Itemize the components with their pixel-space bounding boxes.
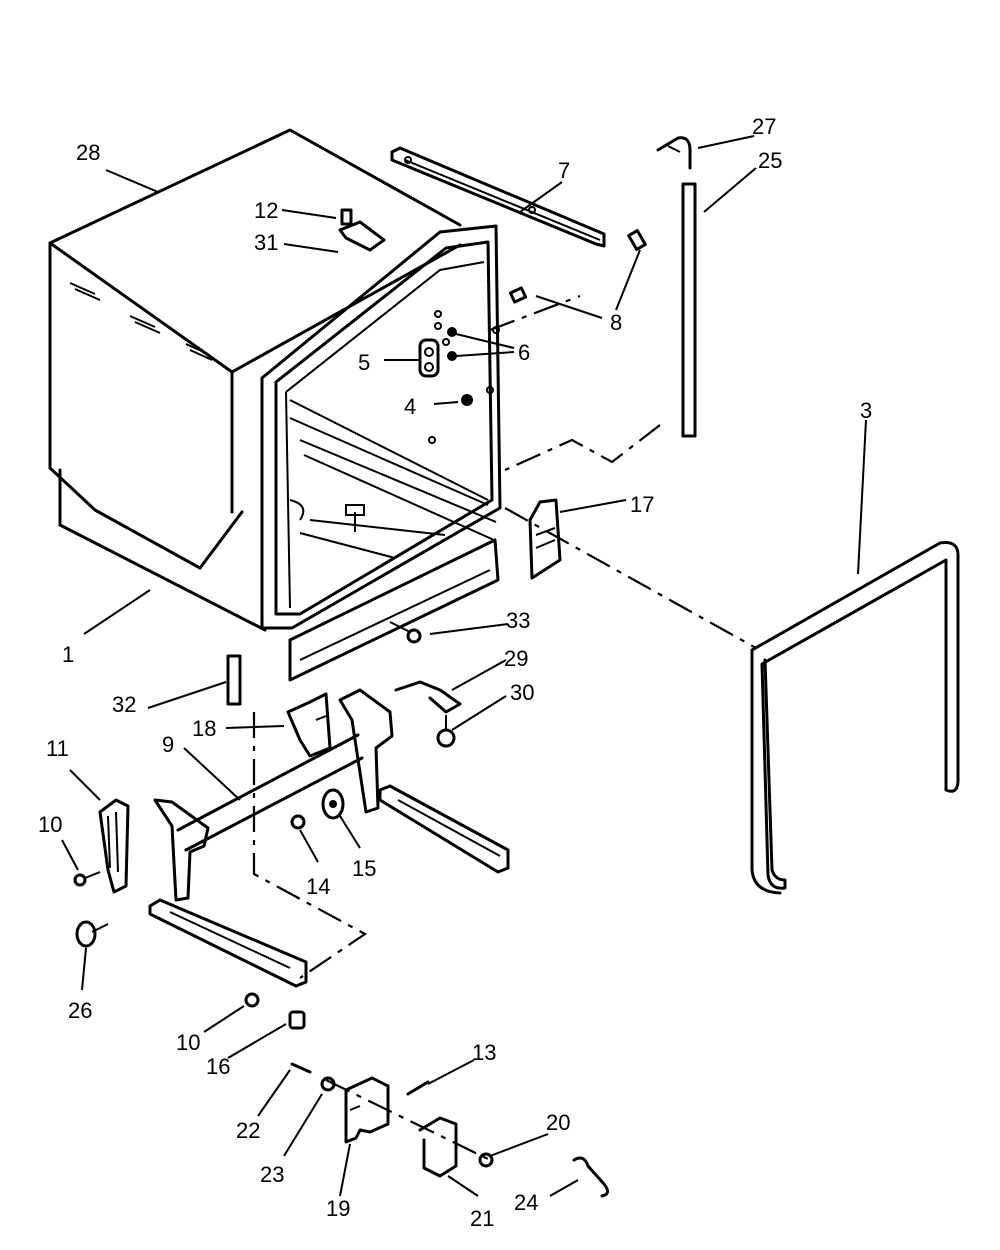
- callout-31: 31: [254, 230, 278, 255]
- part-24-clip: [572, 1156, 609, 1198]
- part-21-bracket: [418, 1116, 458, 1178]
- part-30-nut: [436, 715, 456, 748]
- part-14-nut: [290, 814, 306, 830]
- part-31-latch: [338, 220, 386, 252]
- callout-10a: 10: [38, 812, 62, 837]
- callout-21: 21: [470, 1206, 494, 1231]
- part-6-nuts: [447, 327, 457, 361]
- callout-22: 22: [236, 1118, 260, 1143]
- callout-8: 8: [610, 310, 622, 335]
- callout-17: 17: [630, 492, 654, 517]
- callout-arrows: [61, 135, 867, 1197]
- callout-5: 5: [358, 350, 370, 375]
- callout-3: 3: [860, 398, 872, 423]
- callout-9: 9: [162, 732, 174, 757]
- callout-6: 6: [518, 340, 530, 365]
- callout-28: 28: [76, 140, 100, 165]
- side-trim-strip: [656, 136, 697, 438]
- callout-33: 33: [506, 608, 530, 633]
- callout-25: 25: [758, 148, 782, 173]
- part-20-screw: [478, 1152, 494, 1168]
- part-18-bracket: [286, 692, 332, 758]
- part-4-clip: [461, 394, 473, 406]
- callout-26: 26: [68, 998, 92, 1023]
- callout-18: 18: [192, 716, 216, 741]
- part-16-foot: [288, 1010, 306, 1030]
- callout-12: 12: [254, 198, 278, 223]
- callout-32: 32: [112, 692, 136, 717]
- callout-10b: 10: [176, 1030, 200, 1055]
- part-17-bracket: [528, 498, 562, 580]
- callout-1: 1: [62, 642, 74, 667]
- callout-24: 24: [514, 1190, 538, 1215]
- part-19-bracket: [344, 1076, 390, 1144]
- part-11-shim: [98, 798, 130, 894]
- callout-30: 30: [510, 680, 534, 705]
- part-15-washer: [321, 788, 345, 820]
- callout-4: 4: [404, 394, 416, 419]
- callout-27: 27: [752, 114, 776, 139]
- callout-7: 7: [558, 158, 570, 183]
- door-gasket: [750, 541, 960, 895]
- part-29-clip: [394, 680, 462, 714]
- callout-11: 11: [46, 736, 69, 761]
- callout-19: 19: [326, 1196, 350, 1221]
- top-mounting-rail: [390, 146, 606, 248]
- callout-23: 23: [260, 1162, 284, 1187]
- part-8-screws: [508, 229, 647, 304]
- callout-15: 15: [352, 856, 376, 881]
- callout-20: 20: [546, 1110, 570, 1135]
- callout-14: 14: [306, 874, 330, 899]
- callout-labels: 28 1 3 4 5 6 7 8 9 10 10 11 12 13 14 15 …: [38, 114, 872, 1231]
- part-13-screw: [406, 1080, 430, 1096]
- part-10-screw: [73, 871, 101, 887]
- part-22-screw: [290, 1062, 312, 1074]
- part-12-screw: [340, 208, 353, 226]
- callout-13: 13: [472, 1040, 496, 1065]
- tub-assembly: [48, 128, 502, 682]
- part-10b-screw: [244, 992, 260, 1008]
- callout-16: 16: [206, 1054, 230, 1079]
- callout-29: 29: [504, 646, 528, 671]
- part-5-bracket: [418, 338, 440, 378]
- part-26-foot: [75, 920, 109, 948]
- part-32-strip: [226, 654, 242, 706]
- leveling-frame: [148, 688, 510, 988]
- part-33-screw: [389, 621, 422, 644]
